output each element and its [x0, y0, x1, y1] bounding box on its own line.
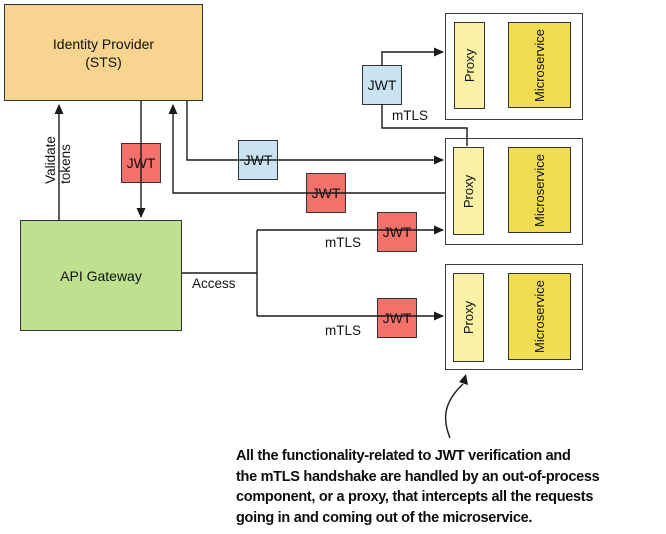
proxy-jwt-validate-arrow — [168, 104, 445, 194]
jwt-label: JWT — [367, 77, 397, 93]
mtls-label-bottom: mTLS — [325, 323, 362, 338]
microservice-label: Microservice — [532, 28, 547, 102]
microservice-box-top: Microservice — [508, 22, 571, 108]
proxy-box-bottom: Proxy — [453, 273, 484, 362]
mtls-label-middle: mTLS — [325, 235, 362, 250]
service-to-service-mtls-line — [381, 104, 468, 146]
validate-label-line1: Validate — [43, 136, 58, 184]
proxy-box-middle: Proxy — [453, 147, 484, 235]
jwt-label: JWT — [382, 224, 412, 240]
annotation-line1: All the functionality-related to JWT ver… — [236, 448, 571, 464]
microservice-box-middle: Microservice — [508, 147, 571, 233]
proxy-label: Proxy — [461, 300, 477, 335]
idp-jwt-to-middle-proxy-arrow — [186, 101, 444, 165]
annotation-line4: going in and coming out of the microserv… — [236, 509, 533, 526]
service-to-service-jwt-arrow — [381, 47, 444, 66]
validate-tokens-label: Validate tokens — [43, 136, 73, 184]
access-label: Access — [192, 276, 236, 291]
microservice-label: Microservice — [532, 153, 547, 227]
proxy-label: Proxy — [462, 48, 478, 83]
api-gateway-label: API Gateway — [60, 267, 142, 284]
annotation-text: All the functionality-related to JWT ver… — [236, 446, 666, 528]
annotation-arrowhead — [459, 374, 468, 385]
identity-provider-label-line2: (STS) — [85, 53, 122, 70]
jwt-box-access-bottom: JWT — [377, 298, 417, 338]
identity-provider-label-line1: Identity Provider — [52, 35, 155, 52]
identity-provider-box: Identity Provider (STS) — [4, 4, 203, 101]
jwt-box-service-to-service: JWT — [362, 65, 402, 105]
microservice-box-bottom: Microservice — [508, 273, 571, 360]
jwt-box-access-middle: JWT — [377, 212, 417, 252]
proxy-label: Proxy — [461, 174, 477, 208]
annotation-line3: component, or a proxy, that intercepts a… — [236, 489, 594, 505]
validate-label-line2: tokens — [58, 144, 73, 184]
api-gateway-box: API Gateway — [20, 220, 182, 331]
annotation-curve — [444, 383, 464, 439]
mtls-label-top: mTLS — [392, 108, 429, 123]
proxy-box-top: Proxy — [454, 22, 485, 109]
annotation-line2: the mTLS handshake are handled by an out… — [236, 468, 600, 485]
microservice-label: Microservice — [532, 280, 547, 353]
jwt-label: JWT — [382, 310, 412, 326]
